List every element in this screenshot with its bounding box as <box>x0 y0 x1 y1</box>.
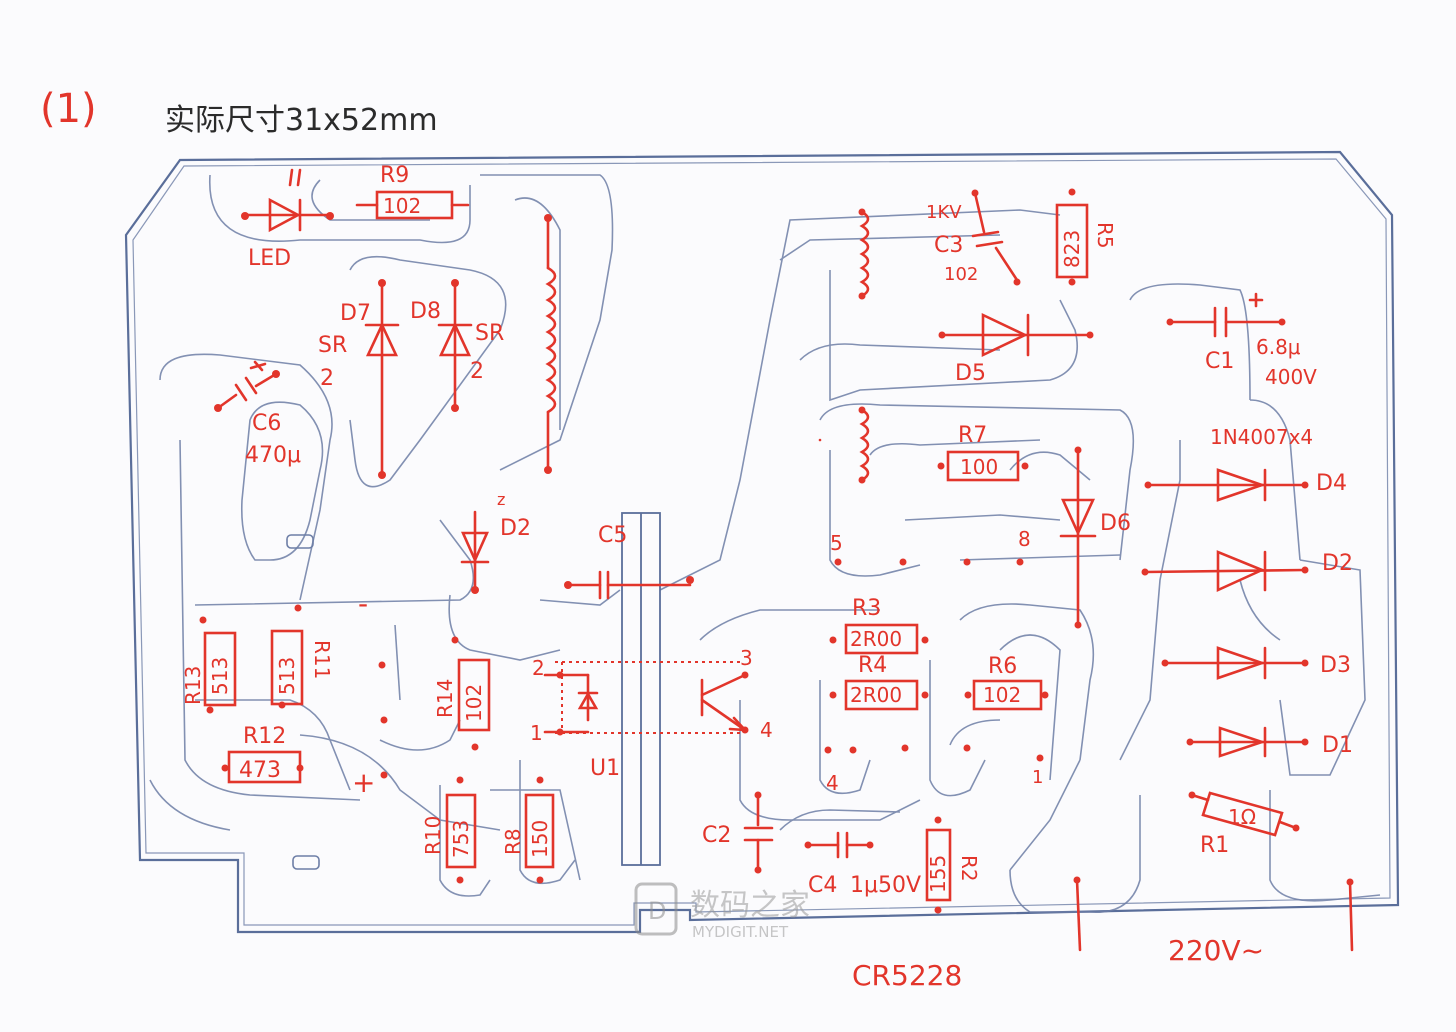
components-red <box>203 168 1354 952</box>
label-d3: D3 <box>1320 653 1351 678</box>
label-r10: R10 <box>421 816 445 855</box>
value-c3: 102 <box>944 264 978 285</box>
value-r7: 100 <box>960 455 998 479</box>
value-r4: 2R00 <box>850 683 902 707</box>
label-two-b: 2 <box>470 359 484 384</box>
label-voltage: 220V~ <box>1168 934 1264 967</box>
watermark-name: 数码之家 <box>690 888 810 923</box>
label-c3: C3 <box>934 233 963 258</box>
label-pin8: 8 <box>1018 527 1031 551</box>
value-r5: 823 <box>1060 230 1084 268</box>
label-r12: R12 <box>243 724 286 749</box>
size-note: 实际尺寸31x52mm <box>165 103 438 138</box>
label-pin2: 2 <box>532 656 545 680</box>
value-r3: 2R00 <box>850 627 902 651</box>
label-c5: C5 <box>598 523 627 548</box>
value-r10: 753 <box>449 820 473 858</box>
label-d1: D1 <box>1322 733 1353 758</box>
value-r1: 1Ω <box>1228 805 1256 829</box>
label-led: LED <box>248 246 291 271</box>
label-d2-right: D2 <box>1322 551 1353 576</box>
solder-dots <box>199 188 1354 914</box>
svg-text:D: D <box>648 897 666 925</box>
label-c2: C2 <box>702 823 731 848</box>
label-r7: R7 <box>958 423 987 448</box>
label-pin1: 1 <box>530 721 543 745</box>
label-r13: R13 <box>181 666 205 705</box>
label-c4: C4 <box>808 873 837 898</box>
label-r14: R14 <box>433 679 457 718</box>
label-z: z <box>497 490 505 509</box>
label-r1: R1 <box>1200 833 1229 858</box>
pads <box>286 534 320 870</box>
label-u1: U1 <box>590 756 620 781</box>
value-r8: 150 <box>528 820 552 858</box>
label-r5: R5 <box>1093 222 1117 249</box>
label-pin4: 4 <box>760 718 773 742</box>
label-r2: R2 <box>957 855 981 882</box>
value-c1-b: 400V <box>1265 365 1317 389</box>
label-two-a: 2 <box>320 366 334 391</box>
watermark-logo-icon <box>634 882 678 936</box>
label-d5: D5 <box>955 361 986 386</box>
label-pin1b: 1 <box>1032 767 1043 788</box>
value-r6: 102 <box>983 683 1021 707</box>
label-d8: D8 <box>410 299 441 324</box>
label-r9: R9 <box>380 163 409 188</box>
label-r11: R11 <box>310 640 334 679</box>
label-plus: + <box>352 766 375 799</box>
label-pin3: 3 <box>740 646 753 670</box>
label-r4: R4 <box>858 653 887 678</box>
watermark-url: MYDIGIT.NET <box>692 923 789 941</box>
value-c6: 470μ <box>245 443 301 468</box>
label-sr-a: SR <box>318 333 347 358</box>
label-c6: C6 <box>252 411 281 436</box>
label-minus: - <box>358 587 368 620</box>
label-c1: C1 <box>1205 349 1234 374</box>
value-r9: 102 <box>383 194 421 218</box>
copper-traces <box>149 174 1381 913</box>
value-r11: 513 <box>275 657 299 695</box>
label-d7: D7 <box>340 301 371 326</box>
rotated-labels: R13 513 513 R11 R12 473 R14 102 R10 753 … <box>181 222 1117 893</box>
figure-number: (1) <box>40 86 97 132</box>
component-labels: LED R9 102 D7 D8 SR SR 2 2 C6 470μ D2 z … <box>245 163 1353 992</box>
led-symbol <box>243 168 332 233</box>
label-r3: R3 <box>852 596 881 621</box>
label-1kv: 1KV <box>926 202 962 223</box>
label-sr-b: SR <box>475 321 504 346</box>
watermark: D 数码之家 MYDIGIT.NET <box>634 882 810 941</box>
label-d4: D4 <box>1316 471 1347 496</box>
value-r14: 102 <box>462 684 486 722</box>
value-c4: 1μ50V <box>850 873 921 898</box>
u1-slot <box>621 512 661 866</box>
value-c1-a: 6.8μ <box>1256 335 1301 359</box>
label-pin5: 5 <box>830 531 843 555</box>
value-r2: 155 <box>926 855 950 893</box>
board-outline <box>124 150 1400 934</box>
optocoupler-outline <box>555 661 740 734</box>
label-pin4b: 4 <box>826 771 839 795</box>
label-bridge: 1N4007x4 <box>1210 425 1313 449</box>
value-r13: 513 <box>208 657 232 695</box>
label-r6: R6 <box>988 654 1017 679</box>
label-d2-left: D2 <box>500 516 531 541</box>
value-r12: 473 <box>239 758 281 783</box>
label-chip: CR5228 <box>852 959 962 992</box>
label-r8: R8 <box>501 828 525 855</box>
label-d6: D6 <box>1100 511 1131 536</box>
